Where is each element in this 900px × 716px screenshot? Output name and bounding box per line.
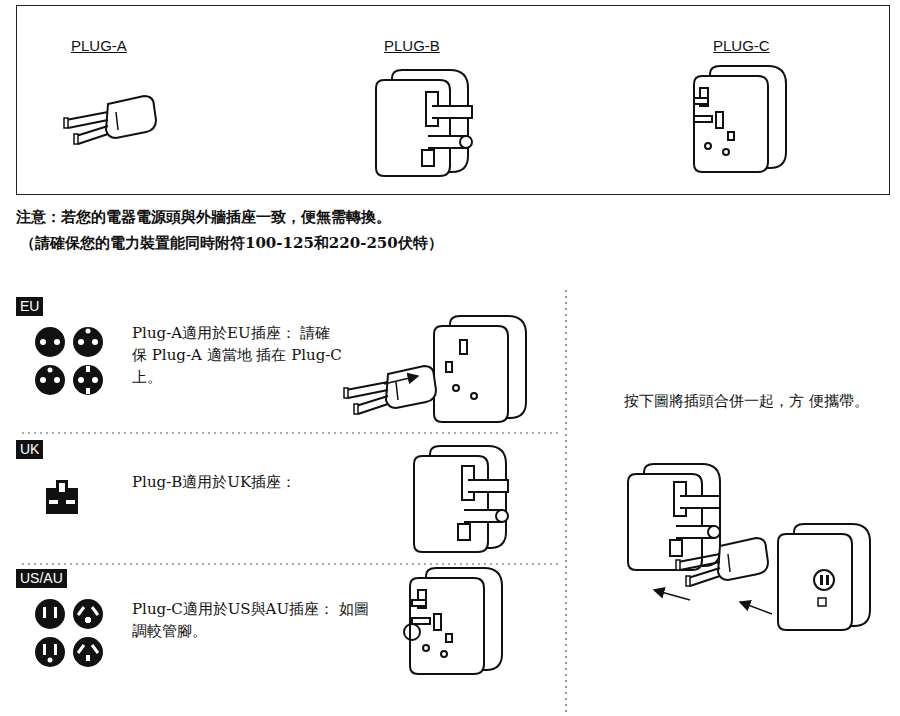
plug-name: PLUG-C	[713, 37, 770, 54]
region-name: UK	[20, 441, 39, 458]
instruction-text: Plug-C適用於US與AU插座： 如圖調較管腳。	[132, 598, 377, 642]
instruction-text: Plug-A適用於EU插座： 請確保 Plug-A 適當地 插在 Plug-C …	[132, 322, 342, 388]
region-tag: EU	[16, 297, 43, 316]
plug-name: PLUG-B	[384, 37, 440, 54]
region-tag: UK	[16, 440, 43, 459]
plug-panel: PLUG-A PLUG-B PLUG-C	[16, 5, 890, 195]
region-name: EU	[20, 298, 39, 315]
note-text: （請確保您的電力裝置能同時附符100-125和220-250伏特）	[20, 232, 740, 254]
instruction-text: 按下圖將插頭合併一起，方 便攜帶。	[624, 390, 874, 412]
region-tag: US/AU	[16, 569, 67, 588]
instruction-text: Plug-B適用於UK插座：	[132, 471, 392, 493]
note-text: 注意：若您的電器電源頭與外牆插座一致，便無需轉換。	[16, 206, 736, 228]
plug-name: PLUG-A	[71, 37, 127, 54]
region-name: US/AU	[20, 570, 63, 587]
